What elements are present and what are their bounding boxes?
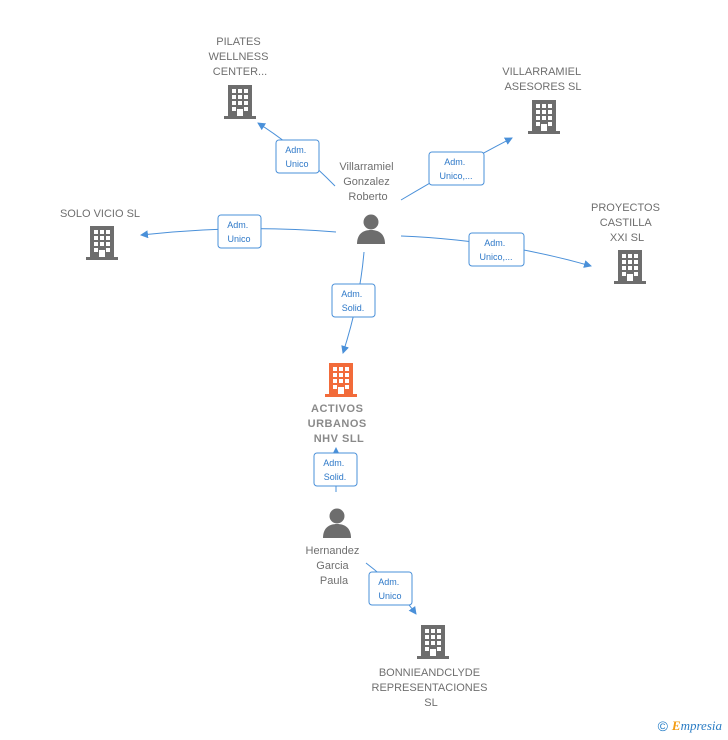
brand-logo[interactable]: Empresia (671, 718, 722, 733)
company-name: SOLO VICIO SL (60, 208, 140, 220)
edge-role: Adm. Solid. (323, 458, 347, 482)
building-icon (224, 85, 256, 119)
company-node-proyectos-castilla[interactable]: PROYECTOS CASTILLA XXI SL (591, 202, 663, 284)
edge-label-solo-vicio[interactable]: Adm. Unico (217, 214, 262, 249)
company-name: VILLARRAMIEL ASESORES SL (502, 66, 584, 93)
company-node-bonnieandclyde[interactable]: BONNIEANDCLYDE REPRESENTACIONES SL (372, 625, 491, 709)
company-node-pilates[interactable]: PILATES WELLNESS CENTER... (209, 36, 272, 119)
edge-label-box (331, 283, 376, 318)
edge-label-box (313, 452, 358, 487)
edge-label-activos[interactable]: Adm. Solid. (331, 283, 376, 318)
edge-label-box (368, 571, 413, 606)
edge-role: Adm. Unico (285, 145, 309, 169)
person-name: Villarramiel Gonzalez Roberto (339, 161, 396, 203)
building-icon (528, 100, 560, 134)
edge-role: Adm. Unico (227, 220, 251, 244)
company-name: PILATES WELLNESS CENTER... (209, 36, 272, 78)
edge-role: Adm. Unico,... (439, 157, 472, 181)
edge-label-bonnie[interactable]: Adm. Unico (368, 571, 413, 606)
company-name: PROYECTOS CASTILLA XXI SL (591, 202, 663, 244)
edge-label-asesores[interactable]: Adm. Unico,... (428, 151, 485, 186)
edge-role: Adm. Solid. (341, 289, 365, 313)
edge-label-hernandez-activos[interactable]: Adm. Solid. (313, 452, 358, 487)
person-name: Hernandez Garcia Paula (306, 545, 363, 587)
building-icon-highlighted (325, 363, 357, 397)
company-node-solo-vicio[interactable]: SOLO VICIO SL (60, 208, 140, 260)
person-icon (323, 508, 351, 538)
building-icon (417, 625, 449, 659)
person-node-hernandez-garcia[interactable]: Hernandez Garcia Paula (306, 508, 363, 588)
copyright-icon: © (657, 718, 668, 734)
building-icon (86, 226, 118, 260)
company-name: BONNIEANDCLYDE REPRESENTACIONES SL (372, 667, 491, 709)
building-icon (614, 250, 646, 284)
edge-label-box (428, 151, 485, 186)
person-node-villarramiel-gonzalez[interactable]: Villarramiel Gonzalez Roberto (339, 161, 396, 244)
edge-label-box (468, 232, 525, 267)
company-node-villarramiel-asesores[interactable]: VILLARRAMIEL ASESORES SL (502, 66, 584, 134)
edge-role: Adm. Unico,... (479, 238, 512, 262)
person-icon (357, 214, 385, 244)
edge-label-box (275, 139, 320, 174)
edge-label-box (217, 214, 262, 249)
company-node-activos-urbanos[interactable]: ACTIVOS URBANOS NHV SLL (308, 363, 371, 445)
footer-brand: © Empresia (658, 718, 722, 734)
edge-label-pilates[interactable]: Adm. Unico (275, 139, 320, 174)
company-name: ACTIVOS URBANOS NHV SLL (308, 403, 371, 445)
edge-role: Adm. Unico (378, 577, 402, 601)
edge-label-proyectos[interactable]: Adm. Unico,... (468, 232, 525, 267)
